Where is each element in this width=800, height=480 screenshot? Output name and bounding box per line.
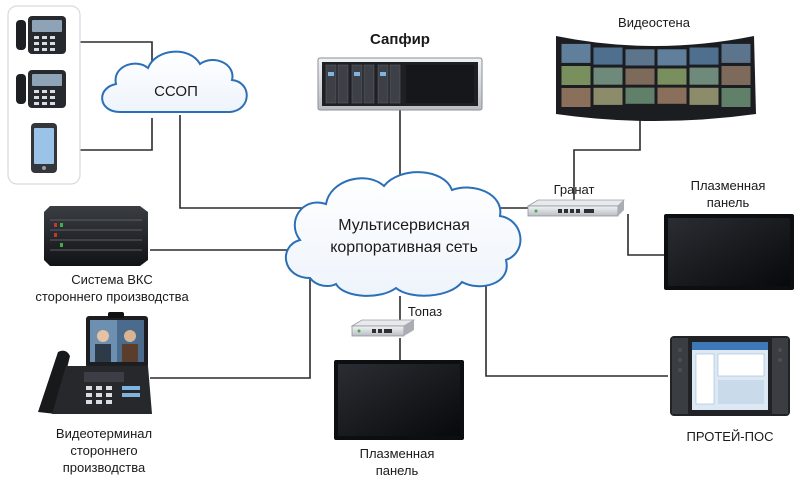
plasma-bottom-label-line1: Плазменная bbox=[360, 446, 435, 461]
corporate-network-cloud: Мультисервисная корпоративная сеть bbox=[284, 171, 522, 297]
flat-panel-display-icon bbox=[664, 214, 794, 290]
smartphone-icon bbox=[31, 123, 57, 173]
granat-node: Гранат bbox=[526, 182, 625, 217]
video-wall-screen-tile bbox=[625, 68, 655, 85]
vks-label-line1: Система ВКС bbox=[71, 272, 152, 287]
video-wall-screen-tile bbox=[625, 49, 655, 66]
video-wall-screen-tile bbox=[593, 87, 623, 105]
topaz-node: Топаз bbox=[350, 304, 442, 337]
video-wall-screen-tile bbox=[561, 43, 591, 63]
network-gateway-icon bbox=[350, 319, 416, 337]
network-gateway-icon bbox=[526, 199, 625, 217]
video-wall-screen-tile bbox=[625, 87, 655, 104]
video-phone-icon bbox=[38, 312, 152, 414]
link-pstn-network bbox=[179, 115, 318, 209]
protei-node: ПРОТЕЙ-ПОС bbox=[670, 336, 790, 444]
video-wall-screen-tile bbox=[689, 87, 719, 105]
topaz-label: Топаз bbox=[408, 304, 442, 319]
videoterminal-node: Видеотерминал стороннего производства bbox=[38, 312, 152, 475]
video-wall-screen-tile bbox=[657, 49, 687, 66]
rack-chassis-icon bbox=[317, 57, 483, 111]
video-conference-server-icon bbox=[44, 206, 148, 266]
link-granat-plasma bbox=[627, 214, 664, 256]
link-videoterminal-network bbox=[150, 270, 311, 379]
flat-panel-display-icon bbox=[334, 360, 464, 440]
network-label-line1: Мультисервисная bbox=[338, 217, 469, 234]
plasma-panel-right-node: Плазменная панель bbox=[664, 178, 794, 290]
ip-desk-phone-icon bbox=[16, 70, 66, 108]
video-wall-screen-tile bbox=[721, 66, 751, 85]
videowall-label: Видеостена bbox=[618, 15, 691, 30]
protei-label: ПРОТЕЙ-ПОС bbox=[687, 429, 774, 444]
video-wall-screen-tile bbox=[657, 87, 687, 104]
video-wall-screens bbox=[561, 43, 751, 107]
video-wall-screen-tile bbox=[689, 47, 719, 65]
ip-desk-phone-icon bbox=[16, 16, 66, 54]
video-wall-screen-tile bbox=[689, 67, 719, 85]
vks-node: Система ВКС стороннего производства bbox=[35, 206, 189, 304]
pstn-cloud: ССОП bbox=[101, 50, 248, 113]
vks-label-line2: стороннего производства bbox=[35, 289, 189, 304]
plasma-right-label-line2: панель bbox=[707, 195, 750, 210]
plasma-panel-bottom-node: Плазменная панель bbox=[334, 360, 464, 478]
pstn-label: ССОП bbox=[154, 83, 198, 100]
terminal-group-panel bbox=[7, 5, 81, 185]
network-label-line2: корпоративная сеть bbox=[330, 239, 478, 256]
videoterminal-label-line2: стороннего bbox=[70, 443, 137, 458]
console-terminal-icon bbox=[670, 336, 790, 416]
plasma-bottom-label-line2: панель bbox=[376, 463, 419, 478]
plasma-right-label-line1: Плазменная bbox=[691, 178, 766, 193]
video-wall-screen-tile bbox=[593, 67, 623, 85]
video-wall-screen-tile bbox=[561, 66, 591, 85]
link-videowall-granat bbox=[573, 120, 641, 200]
granat-label: Гранат bbox=[554, 182, 595, 197]
video-wall-icon bbox=[556, 36, 756, 121]
video-wall-screen-tile bbox=[657, 68, 687, 85]
link-phones-pstn-bottom bbox=[80, 118, 153, 151]
videoterminal-label-line3: производства bbox=[63, 460, 146, 475]
video-wall-screen-tile bbox=[561, 88, 591, 107]
video-wall-screen-tile bbox=[593, 47, 623, 65]
link-network-protei bbox=[485, 282, 668, 377]
sapphire-label: Сапфир bbox=[370, 31, 430, 48]
videoterminal-label-line1: Видеотерминал bbox=[56, 426, 152, 441]
video-wall-screen-tile bbox=[721, 43, 751, 63]
sapphire-node: Сапфир bbox=[317, 31, 483, 111]
video-wall-screen-tile bbox=[721, 88, 751, 107]
videowall-node: Видеостена bbox=[556, 15, 756, 121]
